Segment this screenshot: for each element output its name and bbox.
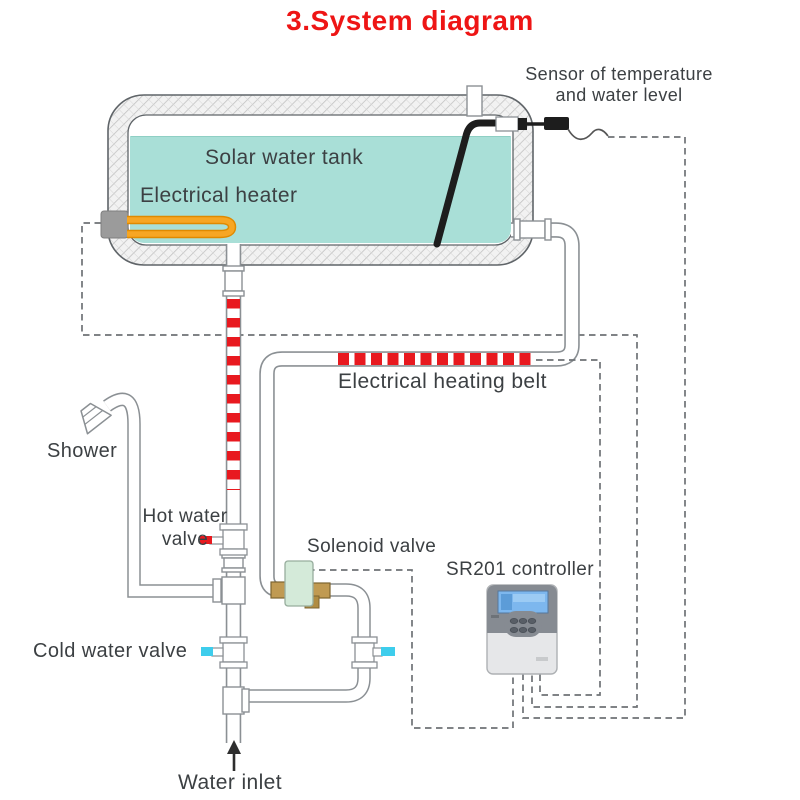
- tank-label: Solar water tank: [205, 146, 364, 169]
- page-title: 3.System diagram: [286, 5, 534, 36]
- solenoid-body: [284, 560, 314, 607]
- sensor-gland: [495, 116, 519, 132]
- sensor-label-line2: and water level: [555, 85, 683, 105]
- hot-valve-label-line2: valve: [161, 529, 209, 550]
- electrical-heater: [100, 210, 237, 239]
- water-inlet-label: Water inlet: [178, 771, 282, 794]
- wire-heater: [81, 222, 638, 708]
- water-inlet-arrow-icon: [227, 740, 241, 771]
- heating-stripes: [227, 299, 533, 490]
- sensor-label-line1: Sensor of temperature: [525, 64, 713, 84]
- pipe-fittings: [212, 218, 552, 715]
- tank-top-stub: [466, 85, 483, 117]
- hot-valve-label-line1: Hot water: [142, 506, 228, 527]
- temperature-sensor: [433, 116, 609, 248]
- hot-valve-handle: [200, 536, 212, 544]
- solenoid-valve-label: Solenoid valve: [307, 536, 437, 557]
- controller-wires: [81, 136, 686, 729]
- wire-heating-belt: [536, 359, 601, 696]
- heater-label: Electrical heater: [140, 184, 298, 207]
- heater-plug: [100, 210, 129, 239]
- tank-water-top: [130, 136, 511, 176]
- hot-water-valve: [200, 523, 248, 556]
- controller-buttons: [509, 618, 537, 634]
- shower-head-icon: [80, 402, 112, 435]
- solenoid-valve: [270, 560, 331, 609]
- sensor-probe-icon: [433, 119, 518, 248]
- solar-tank: [107, 85, 534, 266]
- branch-valve-handle: [381, 647, 395, 656]
- controller-label: SR201 controller: [446, 559, 594, 580]
- cold-valve-handle: [201, 647, 213, 656]
- cold-water-valve: [201, 636, 248, 669]
- heating-belt-label: Electrical heating belt: [338, 370, 547, 393]
- wire-solenoid: [308, 569, 514, 729]
- pipes: [103, 222, 580, 743]
- sensor-connector-icon: [544, 117, 569, 130]
- shower-label: Shower: [47, 440, 118, 462]
- heater-element: [127, 217, 235, 237]
- branch-cold-valve: [351, 636, 395, 669]
- cold-water-valve-label: Cold water valve: [33, 640, 188, 662]
- sensor-cable-squiggle: [567, 128, 609, 141]
- sr201-controller: [486, 584, 558, 675]
- hot-water-valve-label: Hot water valve: [138, 505, 232, 551]
- sensor-label: Sensor of temperature and water level: [505, 64, 733, 106]
